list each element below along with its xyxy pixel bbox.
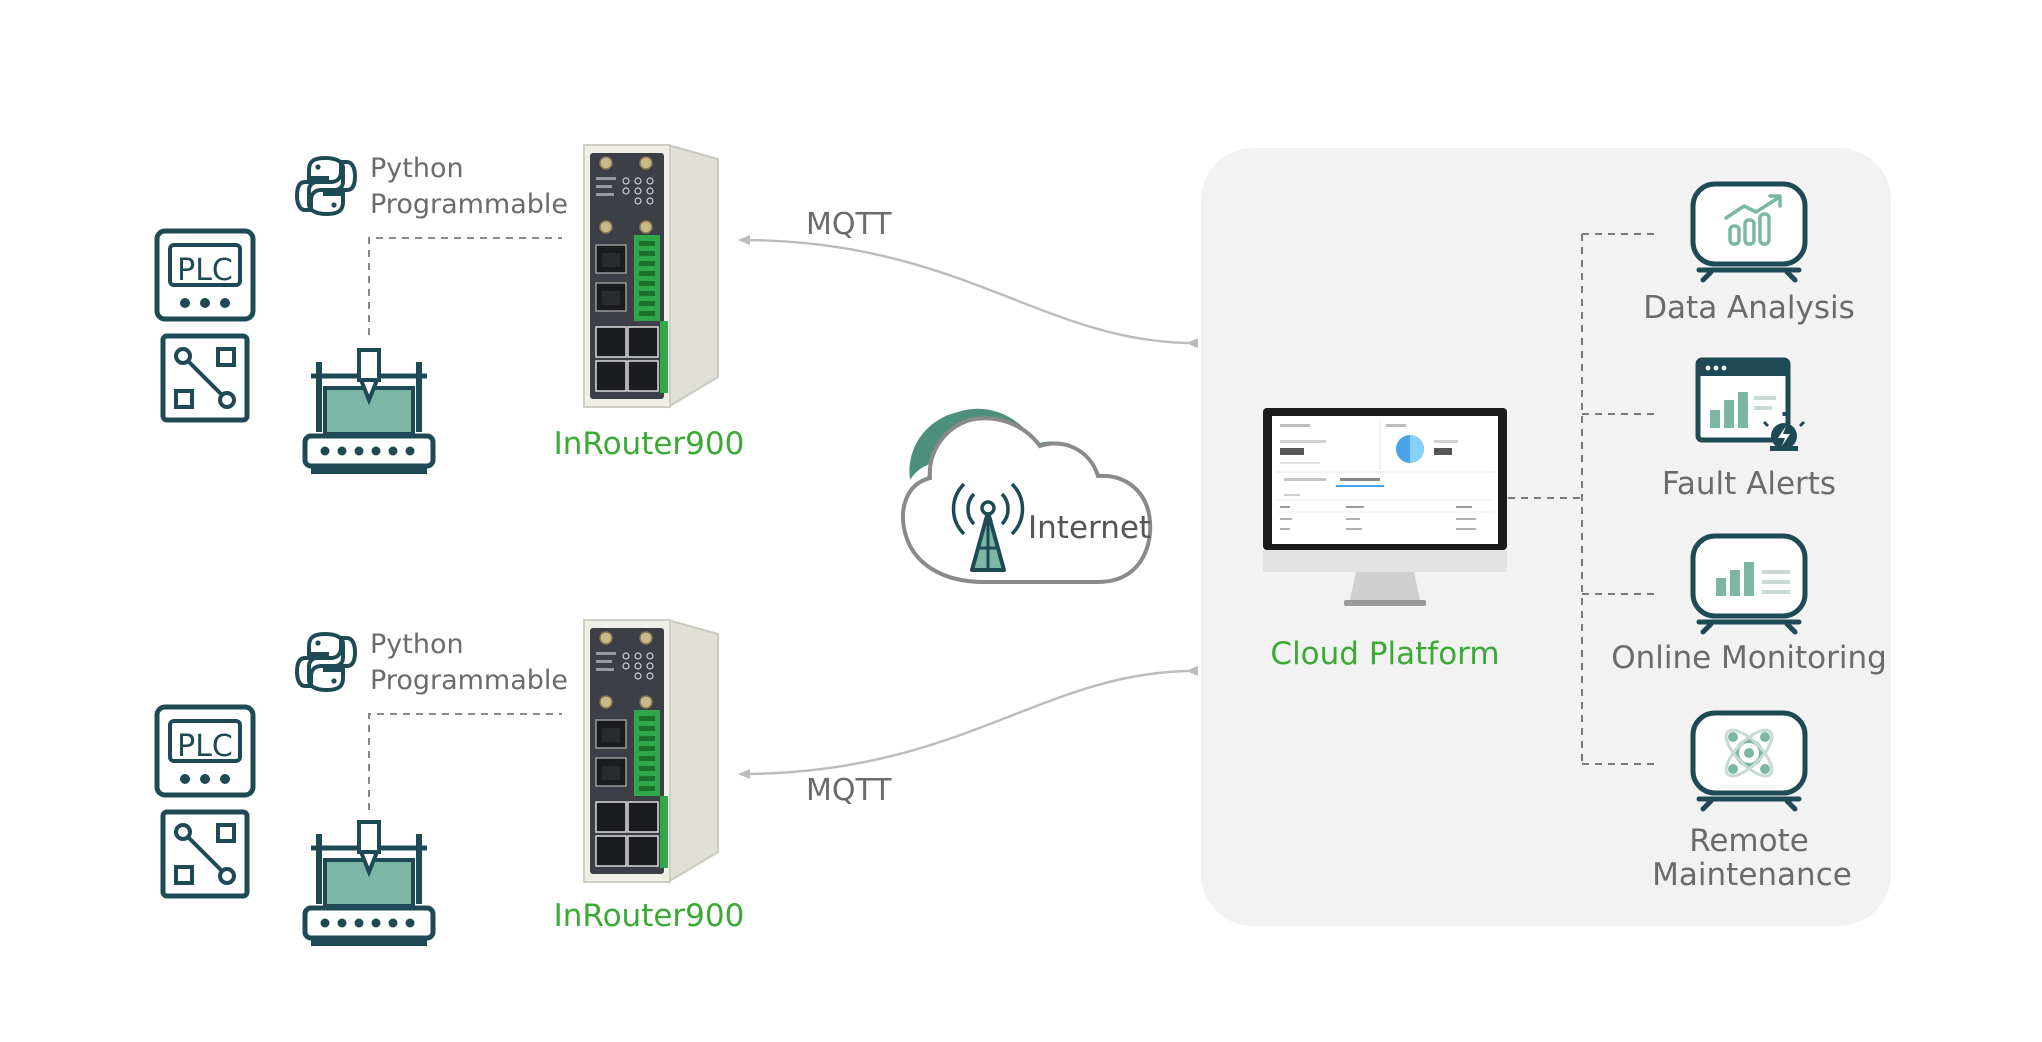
router-label: InRouter900 — [554, 898, 745, 934]
inrouter900-device — [583, 144, 719, 408]
atom-monitor-icon — [1693, 713, 1805, 809]
mqtt-link-arrow — [738, 665, 1199, 779]
mqtt-label: MQTT — [806, 773, 892, 808]
router-label: InRouter900 — [554, 426, 745, 462]
python-label-line2: Programmable — [370, 665, 568, 696]
cloud-platform-label: Cloud Platform — [1270, 636, 1499, 672]
python-icon — [295, 156, 357, 216]
service-label-line2: Maintenance — [1652, 857, 1852, 893]
chart-monitor-icon — [1693, 184, 1805, 280]
antenna-tower-icon — [951, 482, 1025, 572]
cnc-machine-icon — [305, 822, 433, 946]
inrouter900-device — [583, 619, 719, 883]
service-connectors — [1508, 233, 1658, 765]
service-online-monitoring: Online Monitoring — [1611, 536, 1887, 676]
python-label-line1: Python — [370, 629, 464, 660]
plc-label: PLC — [177, 253, 233, 288]
switch-icon — [163, 812, 247, 896]
service-label-line1: Remote — [1689, 823, 1809, 859]
cnc-machine-icon — [305, 350, 433, 474]
cloud-platform-monitor: Cloud Platform — [1263, 408, 1507, 672]
machine-router-connector — [368, 713, 562, 810]
switch-icon — [163, 336, 247, 420]
machine-router-connector — [368, 237, 562, 335]
plc-label: PLC — [177, 729, 233, 764]
python-label-line2: Programmable — [370, 189, 568, 220]
service-label-line1: Fault Alerts — [1662, 466, 1836, 502]
cloud-outline — [901, 416, 1153, 584]
service-data-analysis: Data Analysis — [1643, 184, 1855, 326]
service-label-line1: Data Analysis — [1643, 290, 1855, 326]
python-icon — [295, 632, 357, 692]
service-remote-maintenance: Remote Maintenance — [1652, 713, 1852, 893]
bottom-edge-group: PLC Python Programmable InRouter900 MQTT — [157, 619, 1199, 946]
alert-dashboard-icon — [1695, 357, 1806, 451]
dashboard-screen — [1276, 420, 1494, 530]
mqtt-link-arrow — [738, 235, 1199, 349]
mqtt-label: MQTT — [806, 207, 892, 242]
bar-monitor-icon — [1693, 536, 1805, 632]
top-edge-group: PLC Python Programmable InRouter900 MQTT — [157, 144, 1199, 474]
service-fault-alerts: Fault Alerts — [1662, 357, 1836, 502]
python-label-line1: Python — [370, 153, 464, 184]
internet-label: Internet — [1028, 510, 1151, 546]
service-label-line1: Online Monitoring — [1611, 640, 1887, 676]
internet-cloud: Internet — [901, 408, 1153, 584]
